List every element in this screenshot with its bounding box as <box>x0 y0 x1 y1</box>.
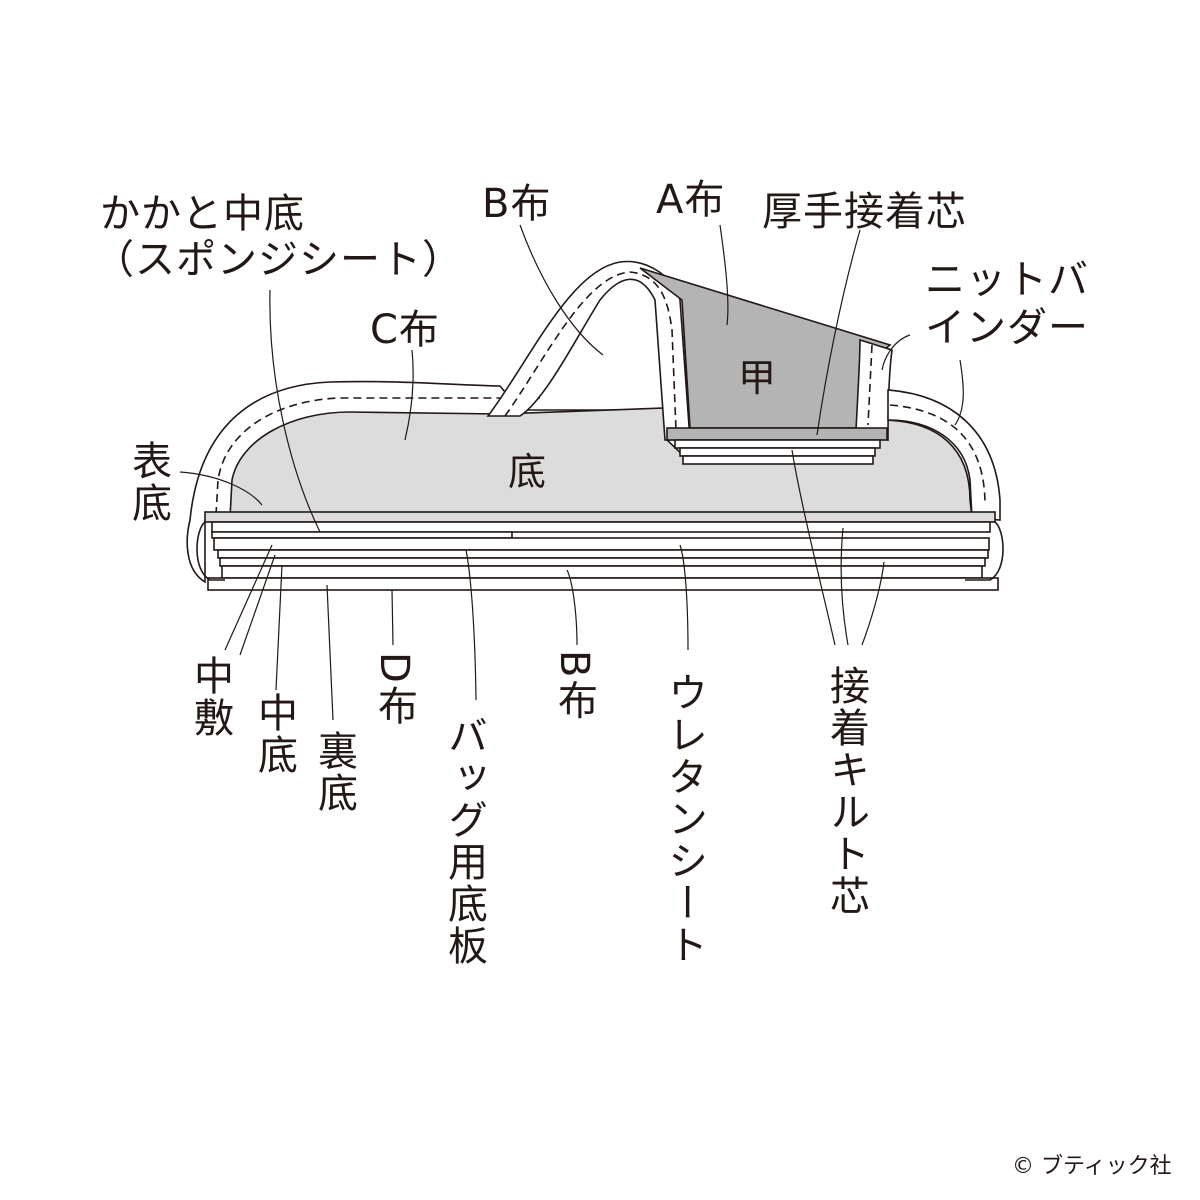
label-sole: 底 <box>508 450 548 494</box>
instep-layer <box>679 447 876 457</box>
urethane-layer <box>213 537 990 551</box>
label-bag-board: バッグ用底板 <box>441 715 487 967</box>
instep-layer <box>682 455 874 465</box>
label-mid-sole: 中底 <box>251 692 297 776</box>
sole-layer <box>211 521 991 533</box>
label-urethane-sheet: ウレタンシート <box>661 672 707 966</box>
label-knit-binder-1: ニットバ <box>925 257 1089 303</box>
instep-interfacing-plate <box>666 427 888 441</box>
knit-binder-stitch <box>867 344 873 426</box>
b-cloth-strap-stitch <box>504 271 677 431</box>
label-knit-binder-2: インダー <box>925 305 1089 351</box>
knit-binder <box>855 338 893 442</box>
sole-layer <box>219 557 986 567</box>
right-stitch <box>889 404 986 506</box>
label-quilt-interfacing: 接着キルト芯 <box>823 665 869 917</box>
label-outer-sole: 表底 <box>125 440 171 524</box>
left-wrap-edge <box>196 521 225 581</box>
label-b-cloth-bottom: B布 <box>551 650 597 722</box>
label-heel-insole-sponge: （スポンジシート） <box>94 237 463 283</box>
right-wrap-edge <box>965 521 1004 581</box>
c-cloth-stitch <box>215 397 540 516</box>
label-c-cloth: C布 <box>370 307 440 353</box>
outer-sole-edge <box>204 511 996 523</box>
sole-layer <box>217 549 989 559</box>
label-thick-interfacing: 厚手接着芯 <box>762 189 967 235</box>
instep-layer <box>674 439 881 449</box>
heel-sponge-layer <box>211 531 513 539</box>
label-b-cloth-top: B布 <box>482 181 552 227</box>
copyright-credit: © ブティック社 <box>1012 1154 1172 1179</box>
label-instep: 甲 <box>738 356 778 400</box>
bag-board <box>207 577 999 591</box>
label-insole-pad: 中敷 <box>187 655 233 739</box>
b-cloth-strap <box>486 260 691 441</box>
leader-lines <box>179 224 964 721</box>
label-back-sole: 裏底 <box>311 730 357 814</box>
label-a-cloth: A布 <box>656 177 726 223</box>
sole-layer <box>221 565 983 579</box>
right-outer <box>887 389 1001 521</box>
label-d-cloth: D布 <box>371 652 417 727</box>
label-heel-insole: かかと中底 <box>100 191 305 237</box>
